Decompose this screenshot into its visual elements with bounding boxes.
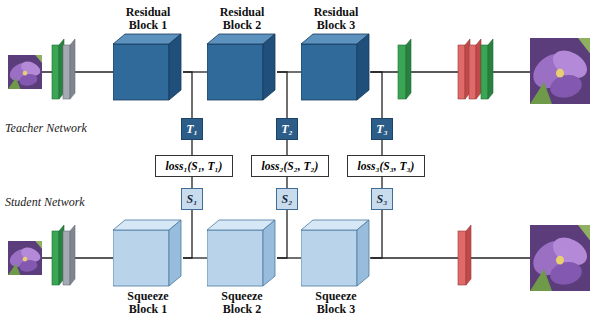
output-image [528,38,591,104]
connector [191,177,192,188]
feature-label: T₃ [376,122,388,136]
loss-box: loss₃(S₃, T₃) [347,155,425,177]
residual-block: Residual Block 3 [301,2,371,102]
connector [277,257,301,258]
cube-shape [207,218,277,288]
loss-label: loss₁(S₁, T₁) [166,159,223,173]
output-image [528,225,591,291]
connector [191,140,192,155]
block-heading-text: Squeeze Block 1 [113,290,183,316]
connector [183,72,192,118]
block-heading: Residual Block 1 [113,2,183,32]
teacher-feature: T₃ [371,118,393,140]
cube-face [301,44,357,100]
network-label: Student Network [5,195,85,209]
block-heading: Residual Block 3 [301,2,371,32]
cube-shape [301,218,371,288]
cube-shape [113,32,183,102]
upsample-layer [469,39,481,99]
loss-label: loss₂(S₂, T₂) [262,159,319,173]
block-label: Residual Block 3 [314,5,359,32]
feature-label: T₂ [281,122,293,136]
block-label: Squeeze Block 2 [221,289,262,316]
block-heading-text: Squeeze Block 3 [301,290,371,316]
student-feature: S₃ [371,188,393,210]
cube-face [357,34,369,100]
input-image [7,241,43,275]
squeeze-block: Squeeze Block 2 [207,218,277,316]
block-heading-text: Residual Block 3 [301,6,371,32]
cube-shape [207,32,277,102]
cube-face [207,230,263,286]
feature-label: T₁ [186,122,198,136]
wire [370,71,530,72]
cube-face [113,230,169,286]
loss-box: loss₂(S₂, T₂) [251,155,329,177]
cube-face [357,220,369,286]
conv-layer [63,39,75,99]
block-label: Squeeze Block 3 [315,289,356,316]
block-heading: Squeeze Block 3 [301,290,371,316]
block-heading-text: Residual Block 2 [207,6,277,32]
block-heading: Squeeze Block 1 [113,290,183,316]
student-feature: S₁ [181,188,203,210]
connector [371,210,382,258]
conv-layer [52,39,64,99]
connector [371,72,382,118]
block-heading-text: Squeeze Block 2 [207,290,277,316]
squeeze-block: Squeeze Block 3 [301,218,371,316]
student-feature: S₂ [276,188,298,210]
network-label: Teacher Network [5,121,87,135]
connector [286,140,287,155]
cube-face [263,220,275,286]
squeeze-block: Squeeze Block 1 [113,218,183,316]
teacher-feature: T₁ [181,118,203,140]
conv-layer [481,39,493,99]
feature-label: S₃ [377,192,388,206]
feature-label: S₁ [187,192,198,206]
conv-layer [398,39,411,99]
connector [381,177,382,188]
block-heading: Residual Block 2 [207,2,277,32]
block-heading-text: Residual Block 1 [113,6,183,32]
residual-block: Residual Block 2 [207,2,277,102]
cube-face [263,34,275,100]
connector [277,210,287,258]
block-heading: Squeeze Block 2 [207,290,277,316]
connector [277,72,287,118]
connector [286,177,287,188]
cube-shape [301,32,371,102]
cube-face [301,230,357,286]
cube-face [169,34,181,100]
block-label: Residual Block 2 [220,5,265,32]
loss-box: loss₁(S₁, T₁) [155,155,233,177]
upsample-layer [458,39,470,99]
cube-face [169,220,181,286]
wire [370,257,530,258]
cube-shape [113,218,183,288]
connector [381,140,382,155]
upsample-layer [458,225,471,285]
input-image [7,55,43,89]
cube-face [207,44,263,100]
cube-face [113,44,169,100]
block-label: Residual Block 1 [126,5,171,32]
feature-label: S₂ [282,192,293,206]
loss-label: loss₃(S₃, T₃) [358,159,415,173]
block-label: Squeeze Block 1 [127,289,168,316]
connector [183,210,192,258]
residual-block: Residual Block 1 [113,2,183,102]
teacher-feature: T₂ [276,118,298,140]
conv-layer [52,225,64,285]
conv-layer [63,225,75,285]
connector [183,257,207,258]
